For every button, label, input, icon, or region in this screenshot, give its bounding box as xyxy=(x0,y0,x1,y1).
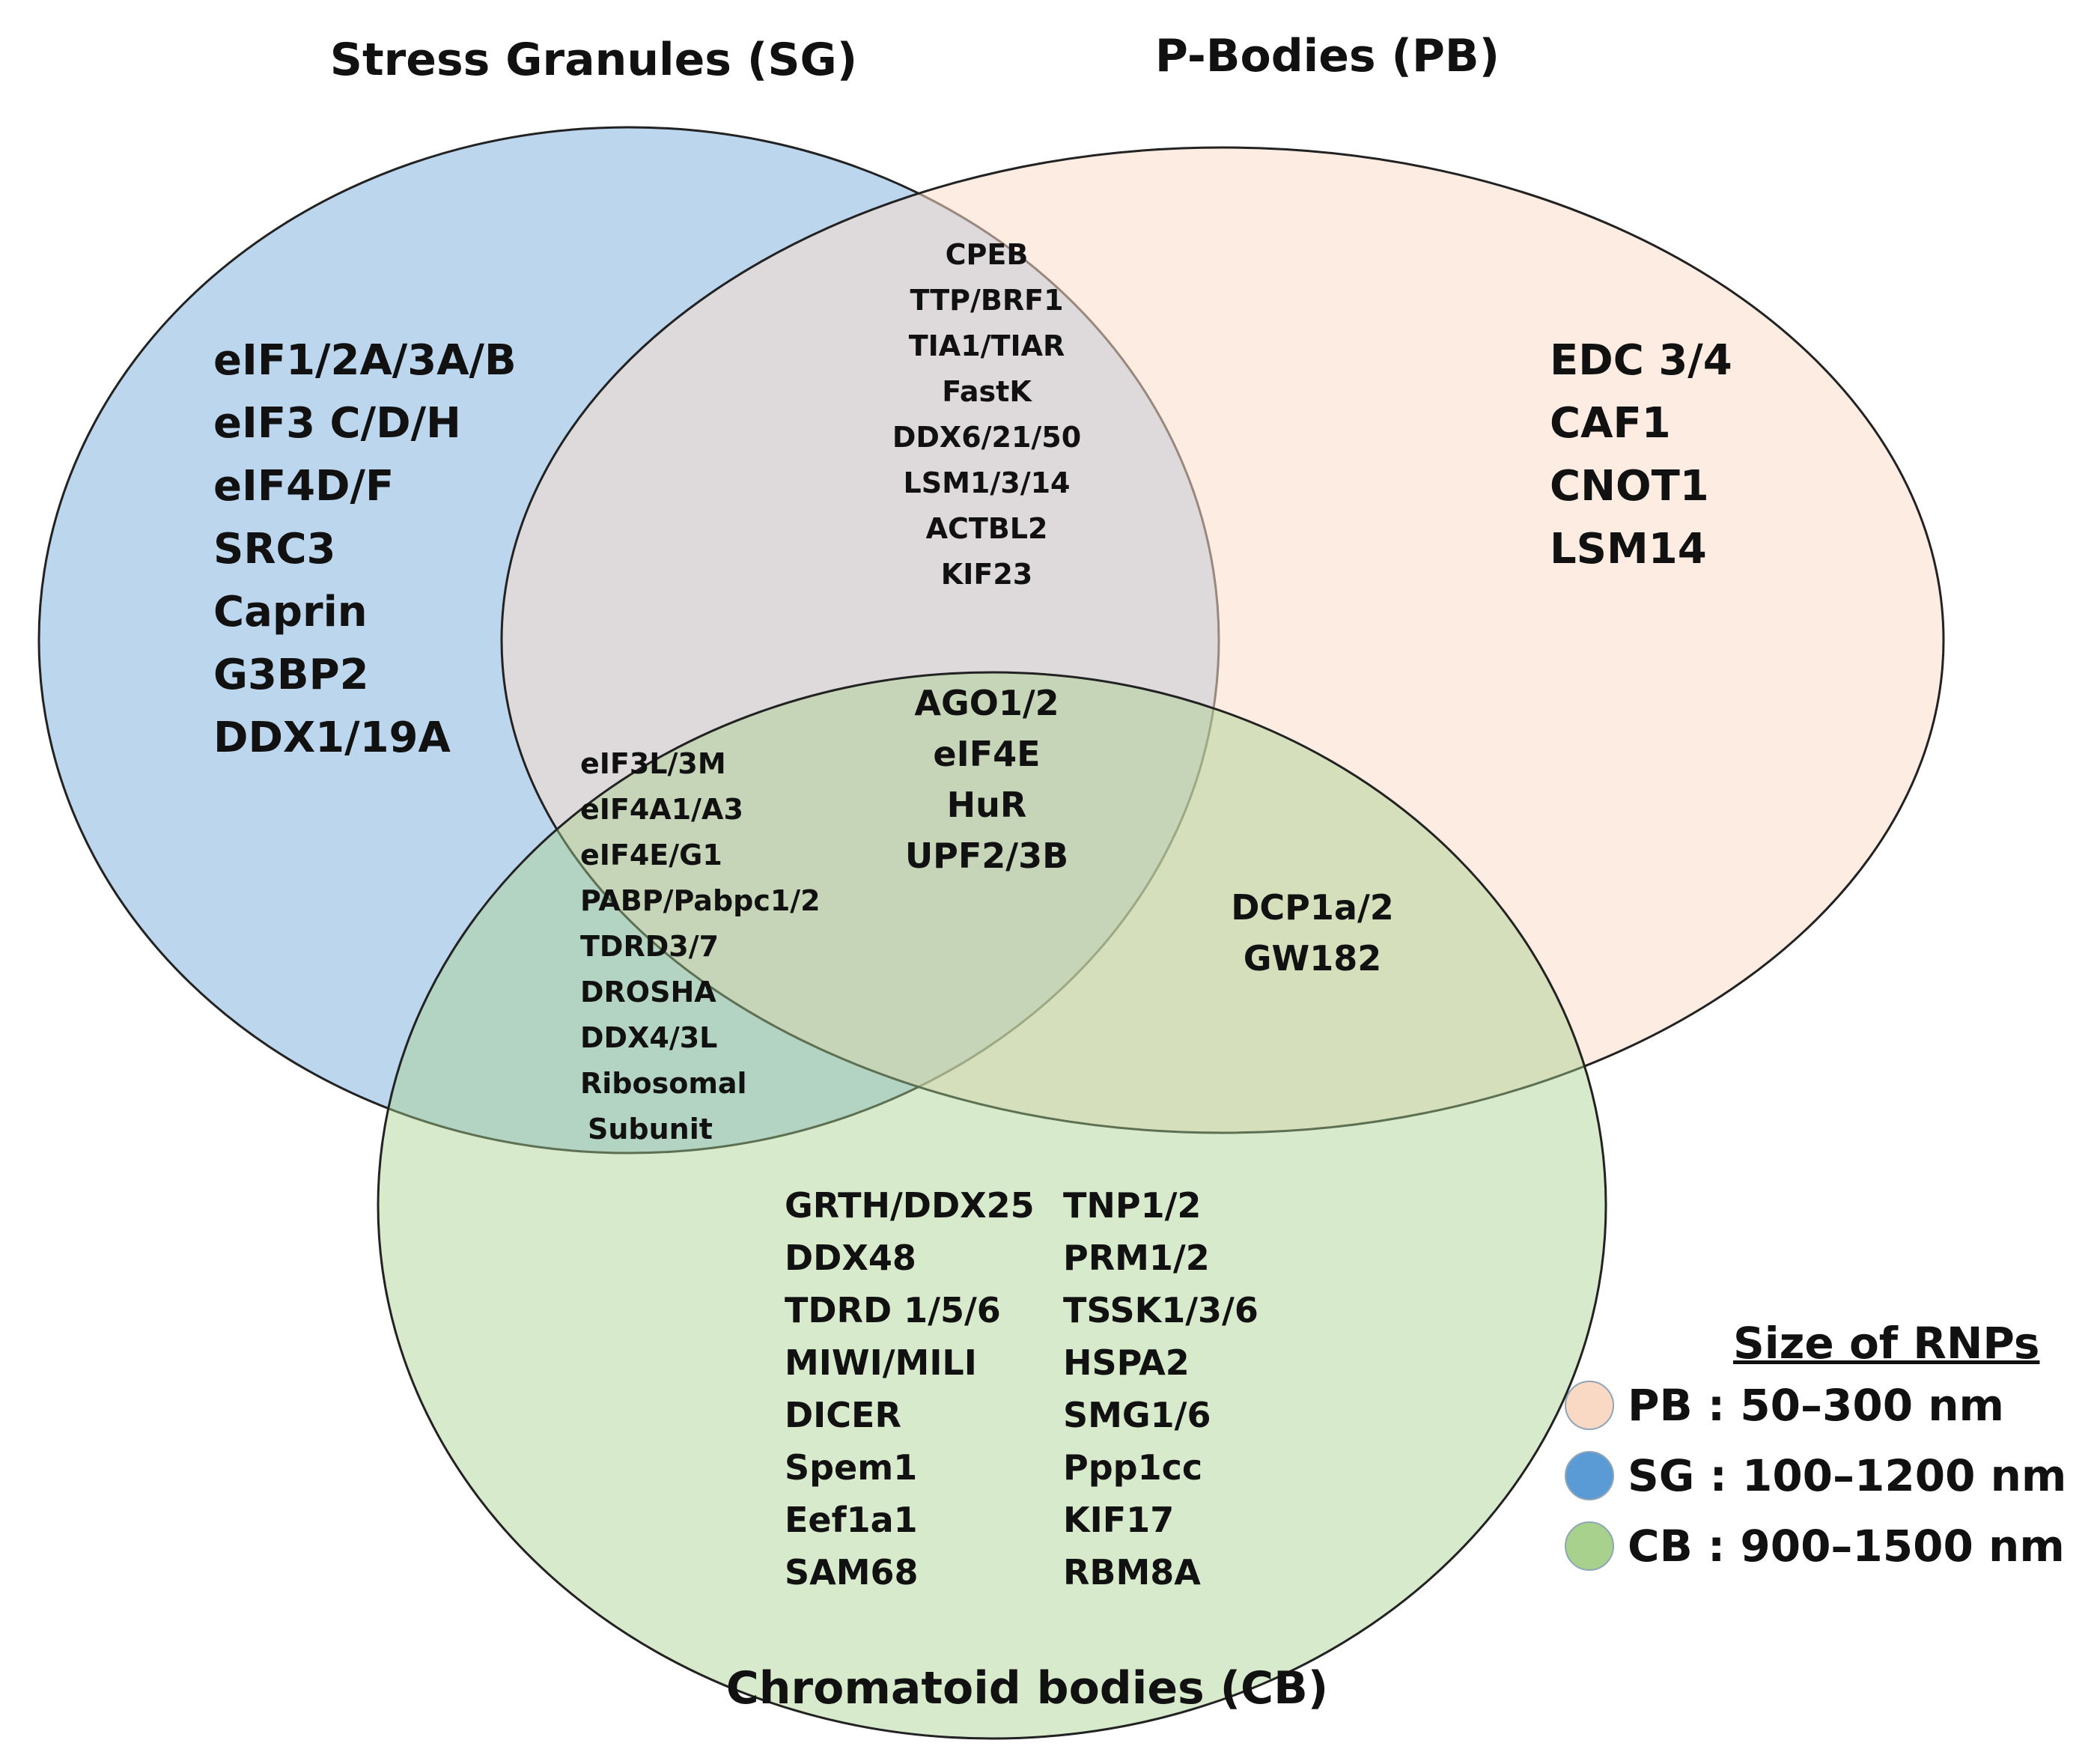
sg-only-list: eIF1/2A/3A/B eIF3 C/D/H eIF4D/F SRC3 Cap… xyxy=(213,329,517,770)
pb-circle xyxy=(500,146,1945,1134)
list-item: DDX1/19A xyxy=(213,714,451,762)
list-item: PRM1/2 xyxy=(1063,1238,1210,1278)
list-item: RBM8A xyxy=(1063,1552,1201,1593)
cb-swatch-icon xyxy=(1565,1521,1614,1571)
sg-swatch-icon xyxy=(1565,1451,1614,1500)
sg-cb-list: eIF3L/3M eIF4A1/A3 eIF4E/G1 PABP/Pabpc1/… xyxy=(580,741,821,1152)
list-item: Caprin xyxy=(213,588,368,636)
list-item: SMG1/6 xyxy=(1063,1395,1211,1435)
list-item: G3BP2 xyxy=(213,651,369,699)
list-item: TDRD3/7 xyxy=(580,930,719,963)
list-item: GW182 xyxy=(1243,938,1382,979)
cb-only-list-col1: GRTH/DDX25 DDX48 TDRD 1/5/6 MIWI/MILI DI… xyxy=(785,1179,1035,1599)
list-item: eIF4A1/A3 xyxy=(580,793,743,826)
list-item: SRC3 xyxy=(213,525,336,574)
list-item: eIF3 C/D/H xyxy=(213,399,461,448)
list-item: LSM14 xyxy=(1550,525,1707,574)
list-item: TSSK1/3/6 xyxy=(1063,1290,1259,1330)
list-item: DROSHA xyxy=(580,976,716,1009)
list-item: ACTBL2 xyxy=(925,512,1048,545)
list-item: EDC 3/4 xyxy=(1550,336,1732,385)
list-item: GRTH/DDX25 xyxy=(785,1185,1035,1226)
list-item: AGO1/2 xyxy=(914,683,1059,723)
legend-item-pb: PB : 50–300 nm xyxy=(1565,1372,2066,1439)
list-item: HuR xyxy=(946,785,1027,825)
list-item: TIA1/TIAR xyxy=(908,329,1065,362)
list-item: SAM68 xyxy=(785,1552,919,1593)
cb-title: Chromatoid bodies (CB) xyxy=(725,1662,1329,1715)
sg-title: Stress Granules (SG) xyxy=(329,34,858,86)
cb-only-list-col2: TNP1/2 PRM1/2 TSSK1/3/6 HSPA2 SMG1/6 Ppp… xyxy=(1063,1179,1259,1599)
list-item: DICER xyxy=(785,1395,901,1435)
list-item: eIF1/2A/3A/B xyxy=(213,336,517,385)
list-item: CNOT1 xyxy=(1550,462,1709,511)
list-item: Ppp1cc xyxy=(1063,1447,1203,1488)
list-item: TNP1/2 xyxy=(1063,1185,1202,1226)
list-item: MIWI/MILI xyxy=(785,1342,977,1383)
list-item: HSPA2 xyxy=(1063,1342,1190,1383)
pb-swatch-icon xyxy=(1565,1381,1614,1430)
list-item: TTP/BRF1 xyxy=(910,284,1064,317)
legend-label: SG : 100–1200 nm xyxy=(1628,1450,2067,1501)
list-item: eIF4D/F xyxy=(213,462,395,511)
list-item: UPF2/3B xyxy=(904,836,1069,876)
all-three-list: AGO1/2 eIF4E HuR UPF2/3B xyxy=(905,678,1068,881)
list-item: Ribosomal xyxy=(580,1067,747,1100)
list-item: CPEB xyxy=(945,238,1029,271)
size-legend: Size of RNPs PB : 50–300 nm SG : 100–120… xyxy=(1565,1318,2066,1580)
list-item: eIF3L/3M xyxy=(580,747,726,780)
list-item: TDRD 1/5/6 xyxy=(785,1290,1001,1330)
legend-label: CB : 900–1500 nm xyxy=(1628,1521,2065,1572)
list-item: LSM1/3/14 xyxy=(903,466,1071,499)
legend-label: PB : 50–300 nm xyxy=(1628,1380,2004,1431)
list-item: PABP/Pabpc1/2 xyxy=(580,884,821,917)
legend-item-cb: CB : 900–1500 nm xyxy=(1565,1512,2066,1580)
list-item: FastK xyxy=(942,375,1032,408)
legend-item-sg: SG : 100–1200 nm xyxy=(1565,1442,2066,1509)
list-item: KIF23 xyxy=(940,558,1033,591)
pb-title: P-Bodies (PB) xyxy=(1154,30,1500,82)
list-item: DDX4/3L xyxy=(580,1021,718,1054)
legend-title: Size of RNPs xyxy=(1733,1318,2040,1369)
list-item: Subunit xyxy=(588,1113,713,1146)
list-item: KIF17 xyxy=(1063,1500,1175,1540)
list-item: DDX48 xyxy=(785,1238,916,1278)
pb-only-list: EDC 3/4 CAF1 CNOT1 LSM14 xyxy=(1550,329,1732,581)
pb-cb-list: DCP1a/2 GW182 xyxy=(1231,882,1394,984)
sg-pb-list: CPEB TTP/BRF1 TIA1/TIAR FastK DDX6/21/50… xyxy=(892,232,1081,597)
list-item: eIF4E/G1 xyxy=(580,839,722,872)
cb-circle xyxy=(377,671,1607,1740)
list-item: DCP1a/2 xyxy=(1231,887,1394,928)
list-item: DDX6/21/50 xyxy=(892,421,1082,454)
list-item: Eef1a1 xyxy=(785,1500,918,1540)
list-item: eIF4E xyxy=(933,734,1041,774)
list-item: Spem1 xyxy=(785,1447,918,1488)
list-item: CAF1 xyxy=(1550,399,1671,448)
